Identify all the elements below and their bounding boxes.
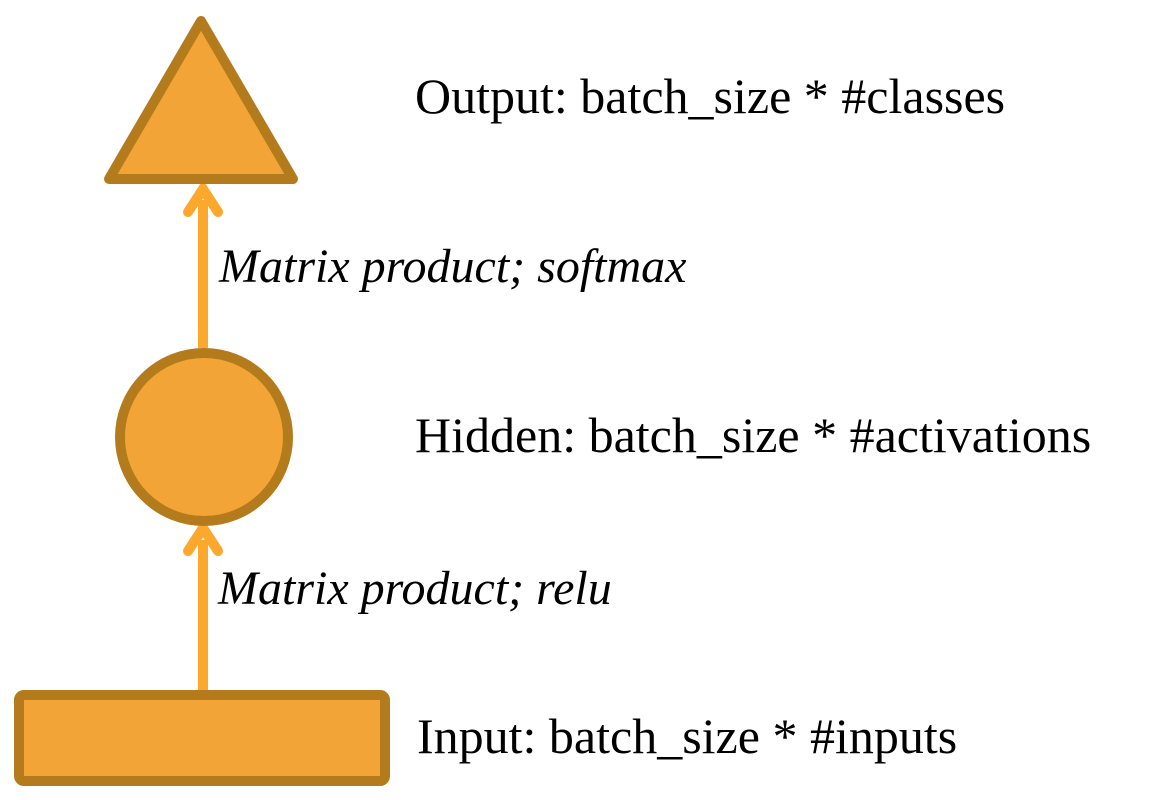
hidden-layer-label: Hidden: batch_size * #activations — [415, 407, 1092, 463]
arrow-relu — [183, 518, 223, 691]
output-layer-triangle — [104, 16, 298, 184]
arrow-softmax-label: Matrix product; softmax — [219, 240, 687, 293]
hidden-layer-circle — [115, 348, 293, 526]
arrow-relu-head — [183, 518, 223, 556]
output-layer-label: Output: batch_size * #classes — [415, 68, 1006, 124]
input-layer-rectangle — [14, 690, 390, 786]
arrow-softmax — [183, 179, 223, 348]
arrow-softmax-head — [183, 179, 223, 217]
arrow-relu-label: Matrix product; relu — [218, 562, 612, 615]
input-layer-label: Input: batch_size * #inputs — [417, 708, 958, 764]
